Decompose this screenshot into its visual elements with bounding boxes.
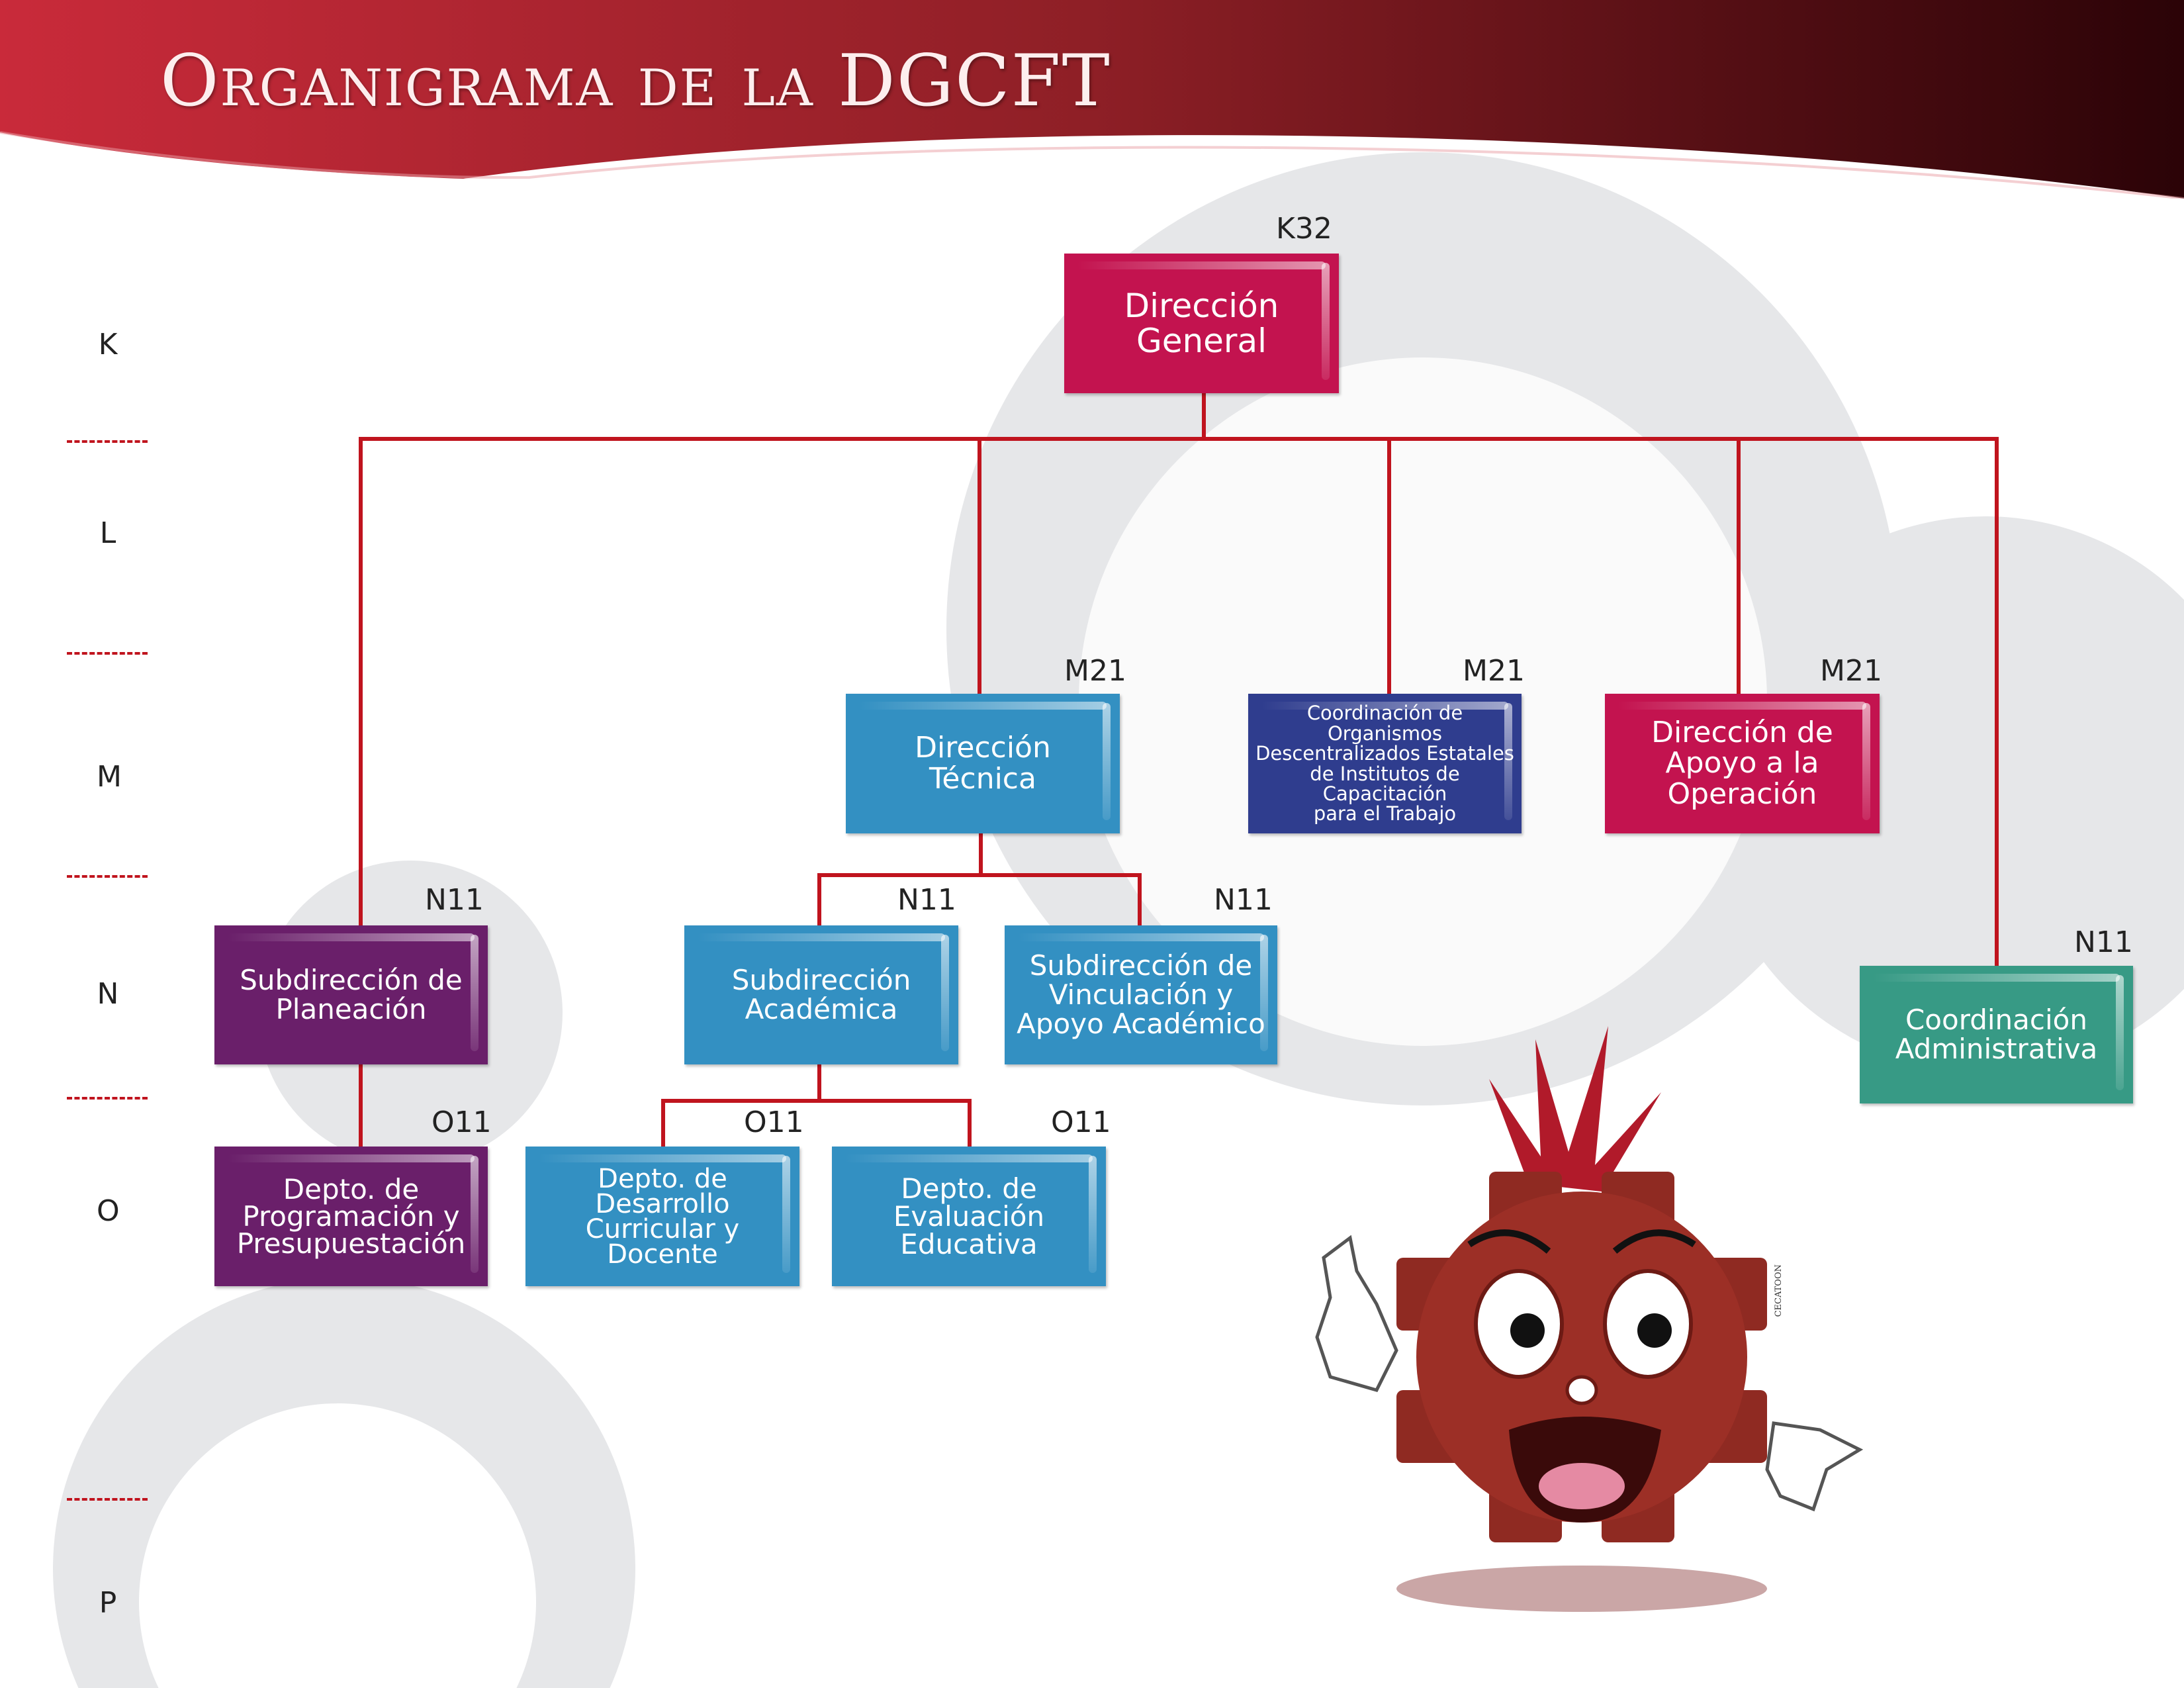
title-banner [0,0,2184,199]
box-label: Dirección General [1124,287,1279,360]
level-divider [67,440,148,443]
page-title: Organigrama de la DGCFT [160,40,1111,122]
level-divider [67,1097,148,1100]
box-label: Depto. de Desarrollo Curricular y Docent… [585,1163,740,1270]
level-divider [67,875,148,878]
level-k: K [98,328,118,361]
box-depto-programacion[interactable]: Depto. de Programación y Presupuestación [214,1147,488,1286]
box-direccion-general[interactable]: Dirección General [1064,254,1339,393]
box-label: Dirección Técnica [915,731,1051,796]
level-l: L [99,516,116,550]
code-programacion: O11 [432,1105,492,1139]
level-p: P [99,1586,117,1620]
box-label: Subdirección de Vinculación y Apoyo Acad… [1017,949,1265,1041]
box-label: Depto. de Programación y Presupuestación [236,1172,466,1260]
box-label: Subdirección Académica [731,963,911,1025]
code-evaluacion: O11 [1051,1105,1111,1139]
code-academica: N11 [897,883,956,917]
code-vinculacion: N11 [1214,883,1273,917]
box-label: Subdirección de Planeación [240,963,463,1025]
code-dg: K32 [1276,212,1332,246]
code-coord-adm: N11 [2074,925,2133,959]
code-planeacion: N11 [425,883,484,917]
box-subdireccion-planeacion[interactable]: Subdirección de Planeación [214,925,488,1064]
box-depto-desarrollo[interactable]: Depto. de Desarrollo Curricular y Docent… [525,1147,799,1286]
box-coordinacion-administrativa[interactable]: Coordinación Administrativa [1860,966,2133,1103]
box-subdireccion-vinculacion[interactable]: Subdirección de Vinculación y Apoyo Acad… [1005,925,1277,1064]
box-depto-evaluacion[interactable]: Depto. de Evaluación Educativa [832,1147,1106,1286]
level-divider [67,652,148,655]
box-label: Coordinación de Organismos Descentraliza… [1255,702,1514,825]
box-subdireccion-academica[interactable]: Subdirección Académica [684,925,958,1064]
level-m: M [97,760,122,794]
box-label: Dirección de Apoyo a la Operación [1651,716,1833,811]
gear-mascot-illustration [1315,1026,1864,1612]
box-direccion-apoyo-operacion[interactable]: Dirección de Apoyo a la Operación [1605,694,1880,833]
code-desarrollo: O11 [744,1105,804,1139]
code-dt: M21 [1064,654,1126,688]
level-o: O [97,1194,120,1228]
code-dao: M21 [1820,654,1882,688]
level-n: N [97,977,119,1011]
code-coord-org: M21 [1463,654,1525,688]
mascot-signature: CECATOON [1774,1264,1784,1317]
box-coordinacion-organismos[interactable]: Coordinación de Organismos Descentraliza… [1248,694,1522,833]
box-label: Coordinación Administrativa [1895,1003,2098,1065]
level-divider [67,1498,148,1501]
box-direccion-tecnica[interactable]: Dirección Técnica [846,694,1120,833]
box-label: Depto. de Evaluación Educativa [893,1172,1045,1260]
